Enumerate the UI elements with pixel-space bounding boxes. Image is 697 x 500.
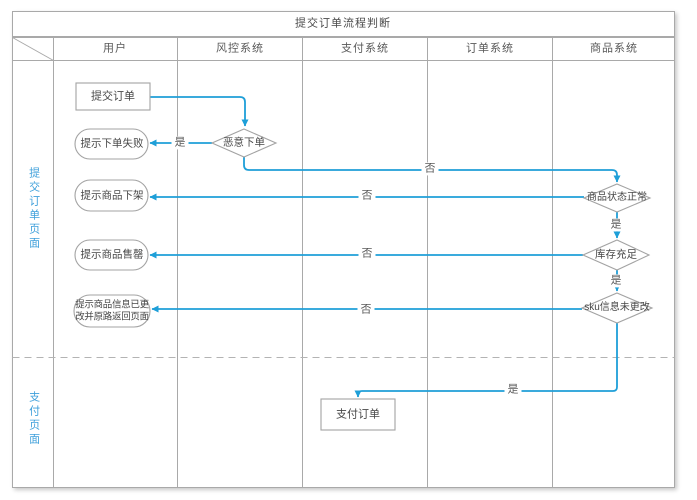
row-label-payment-page: 支付页面: [27, 391, 40, 447]
edge-sku-yes-pay: [354, 323, 618, 398]
edge-label-no-status: 否: [358, 189, 376, 203]
swimlane-grid: [12, 11, 675, 488]
node-tip-order-fail-shape: [74, 128, 149, 160]
edge-label-no-stock: 否: [358, 247, 376, 261]
node-label-tip-soldout: 提示商品售罄: [80, 248, 144, 261]
edge-submit-to-malicious: [150, 96, 249, 127]
node-pay-order-shape: [320, 398, 396, 431]
node-malicious-order-shape: [210, 128, 278, 158]
node-label-status-normal: 商品状态正常: [587, 192, 647, 203]
node-label-tip-order-fail: 提示下单失败: [80, 137, 144, 150]
diagram-title: 提交订单流程判断: [295, 17, 391, 30]
corner-diagonal: [12, 37, 54, 61]
lane-header-order-system: 订单系统: [466, 42, 514, 55]
node-label-tip-changed-line1: 提示商品信息已更: [75, 299, 149, 311]
edge-label-yes-sku: 是: [504, 383, 522, 397]
edge-label-yes-malicious: 是: [171, 136, 189, 150]
node-label-sku-unchanged: sku信息未更改: [584, 302, 650, 313]
table-border: [12, 37, 675, 488]
node-label-submit-order: 提交订单: [91, 90, 135, 103]
node-sku-unchanged-shape: [580, 292, 654, 324]
edge-label-yes-stock: 是: [607, 274, 625, 288]
edge-label-yes-status: 是: [607, 218, 625, 232]
node-label-malicious-order: 恶意下单: [223, 136, 265, 149]
edge-label-no-malicious: 否: [421, 162, 439, 176]
node-label-tip-delisted: 提示商品下架: [80, 189, 144, 202]
lane-header-product-system: 商品系统: [590, 42, 638, 55]
title-bar-border: [12, 11, 675, 37]
node-stock-enough-shape: [581, 239, 651, 271]
node-tip-changed-shape: [73, 294, 151, 328]
node-status-normal-shape: [582, 183, 652, 213]
node-label-pay-order: 支付订单: [336, 408, 380, 421]
row-label-submit-order-page: 提交订单页面: [27, 167, 40, 251]
lane-header-user: 用户: [103, 42, 127, 55]
node-tip-soldout-shape: [74, 239, 149, 271]
lane-header-payment-system: 支付系统: [341, 42, 389, 55]
node-label-stock-enough: 库存充足: [595, 248, 637, 261]
flow-edges: [149, 96, 621, 398]
node-label-tip-changed-line2: 改并原路返回页面: [75, 311, 149, 323]
node-submit-order-shape: [75, 82, 151, 111]
flow-nodes: [73, 82, 654, 431]
lane-header-risk-system: 风控系统: [216, 42, 264, 55]
node-tip-delisted-shape: [74, 179, 149, 212]
edge-label-no-sku: 否: [357, 303, 375, 317]
